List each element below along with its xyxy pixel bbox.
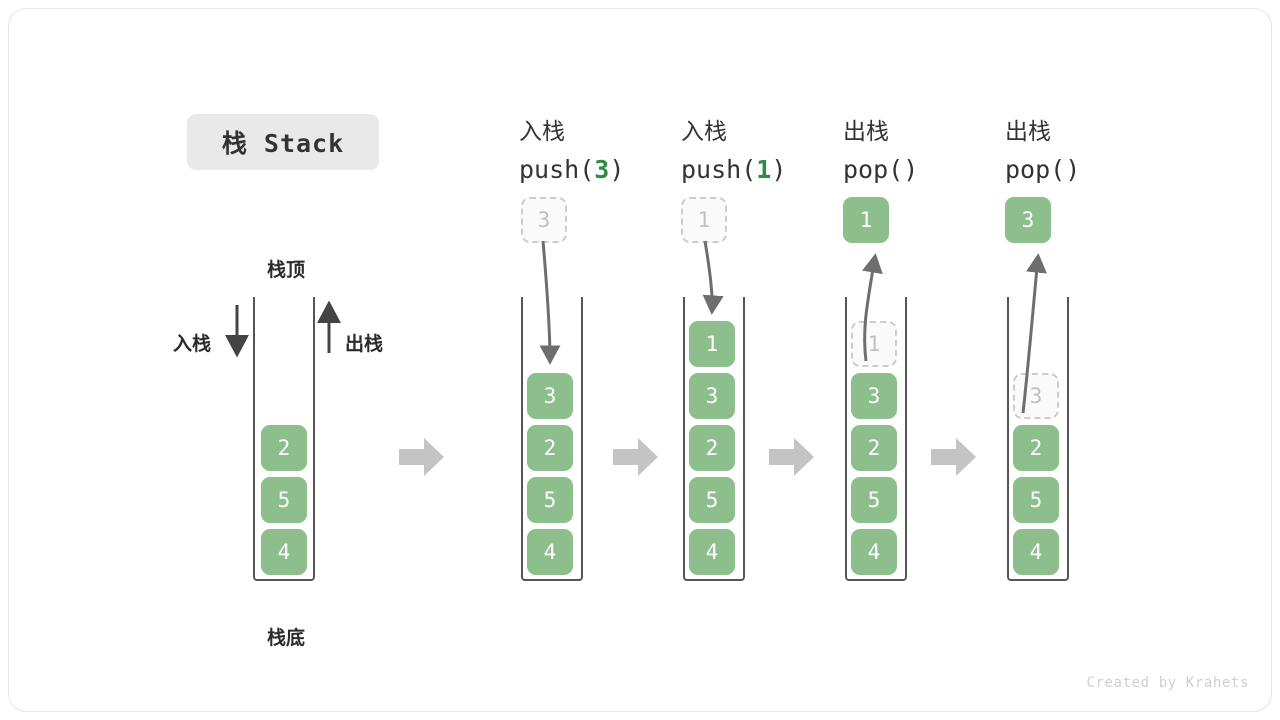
push-flow-arrow-icon (702, 240, 724, 315)
diagram-card: 栈 Stack 栈顶 栈底 入栈 出栈 入栈 push(3) 入栈 push(1… (8, 8, 1272, 712)
code-text-post: ) (1065, 155, 1081, 184)
code-text-post: ) (609, 155, 625, 184)
arrow-overlay (225, 240, 1047, 414)
stack-cell-removed: 3 (1013, 373, 1059, 419)
stack-container-push-3 (521, 297, 583, 581)
push-direction-label: 入栈 (173, 333, 212, 355)
column-heading-push-1: 入栈 push(1) (681, 113, 786, 189)
column-heading-push-3: 入栈 push(3) (519, 113, 624, 189)
stack-container-initial (253, 297, 315, 581)
incoming-value-box: 1 (681, 197, 727, 243)
stage-arrow-icon (613, 438, 658, 476)
stack-cell: 5 (527, 477, 573, 523)
diagram-stage: 栈 Stack 栈顶 栈底 入栈 出栈 入栈 push(3) 入栈 push(1… (9, 9, 1271, 711)
stack-cell: 5 (261, 477, 307, 523)
code-text-pre: pop( (843, 155, 904, 184)
stage-arrow-icon (399, 438, 444, 476)
code-text-pre: push( (681, 155, 757, 184)
stack-container-pop-2 (1007, 297, 1069, 581)
stack-cell: 1 (689, 321, 735, 367)
outgoing-value-box: 3 (1005, 197, 1051, 243)
stack-cell: 2 (851, 425, 897, 471)
heading-cn-push-3: 入栈 (519, 119, 565, 145)
code-arg-value: 3 (594, 155, 610, 184)
stack-bottom-label: 栈底 (267, 627, 306, 649)
push-flow-arrow-icon (539, 240, 561, 365)
stack-container-pop-1 (845, 297, 907, 581)
stack-cell: 4 (527, 529, 573, 575)
page-title: 栈 Stack (187, 114, 379, 170)
stack-cell: 2 (1013, 425, 1059, 471)
code-text-post: ) (771, 155, 787, 184)
credit-text: Created by Krahets (1086, 675, 1249, 691)
code-text-pre: pop( (1005, 155, 1066, 184)
pop-flow-arrow-icon (1021, 253, 1047, 414)
stack-container-push-1 (683, 297, 745, 581)
stack-cell: 3 (527, 373, 573, 419)
stack-cell: 4 (851, 529, 897, 575)
heading-cn-pop-1: 出栈 (843, 119, 889, 145)
stack-cell: 5 (689, 477, 735, 523)
stack-cell: 3 (689, 373, 735, 419)
heading-cn-push-1: 入栈 (681, 119, 727, 145)
stack-cell: 2 (689, 425, 735, 471)
stack-cell: 3 (851, 373, 897, 419)
stack-cell: 5 (1013, 477, 1059, 523)
column-heading-pop-2: 出栈 pop() (1005, 113, 1080, 189)
pop-flow-arrow-icon (862, 253, 883, 362)
heading-code-push-3: push(3) (519, 151, 624, 189)
outgoing-value-box: 1 (843, 197, 889, 243)
column-heading-pop-1: 出栈 pop() (843, 113, 918, 189)
code-text-post: ) (903, 155, 919, 184)
code-arg-value: 1 (756, 155, 772, 184)
stack-cell: 4 (689, 529, 735, 575)
heading-cn-pop-2: 出栈 (1005, 119, 1051, 145)
stack-cell-removed: 1 (851, 321, 897, 367)
stage-arrow-icon (769, 438, 814, 476)
stack-cell: 5 (851, 477, 897, 523)
stack-cell: 2 (261, 425, 307, 471)
stack-cell: 4 (1013, 529, 1059, 575)
code-text-pre: push( (519, 155, 595, 184)
pop-direction-label: 出栈 (345, 333, 384, 355)
stack-cell: 4 (261, 529, 307, 575)
heading-code-push-1: push(1) (681, 151, 786, 189)
heading-code-pop-1: pop() (843, 151, 918, 189)
stage-arrow-icon (931, 438, 976, 476)
stack-cell: 2 (527, 425, 573, 471)
heading-code-pop-2: pop() (1005, 151, 1080, 189)
stack-top-label: 栈顶 (267, 259, 306, 281)
